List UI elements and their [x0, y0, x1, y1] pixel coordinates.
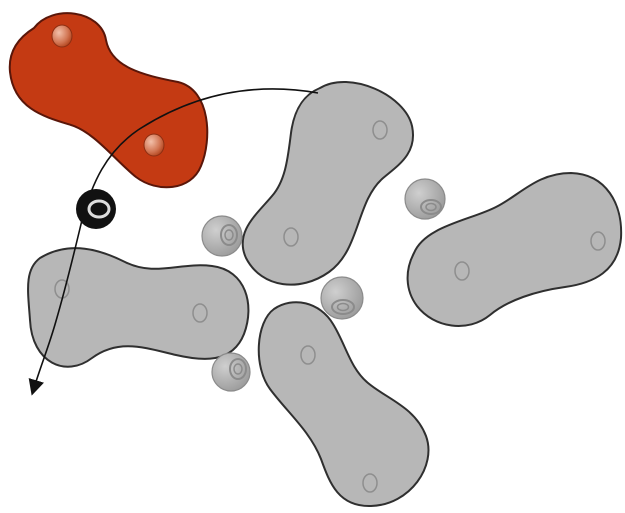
grey-link-body — [243, 82, 413, 285]
orange-link-hole — [144, 134, 164, 156]
grey-link-lower-left — [28, 248, 248, 367]
sphere-icon — [321, 277, 363, 319]
grey-link-body — [28, 248, 248, 367]
small-ball-center — [321, 277, 363, 319]
grey-link-body — [259, 302, 429, 506]
small-ball-top-right — [405, 179, 445, 219]
orange-link-hole — [52, 25, 72, 47]
black-ball — [76, 189, 116, 229]
black-ball-core — [94, 205, 104, 213]
small-ball-bottom-left — [212, 353, 250, 391]
orange-link-body — [10, 13, 208, 187]
orange-link — [10, 13, 208, 187]
small-ball-left-center — [202, 216, 242, 256]
grey-link-bottom — [259, 302, 429, 506]
grey-link-center-top — [243, 82, 413, 285]
